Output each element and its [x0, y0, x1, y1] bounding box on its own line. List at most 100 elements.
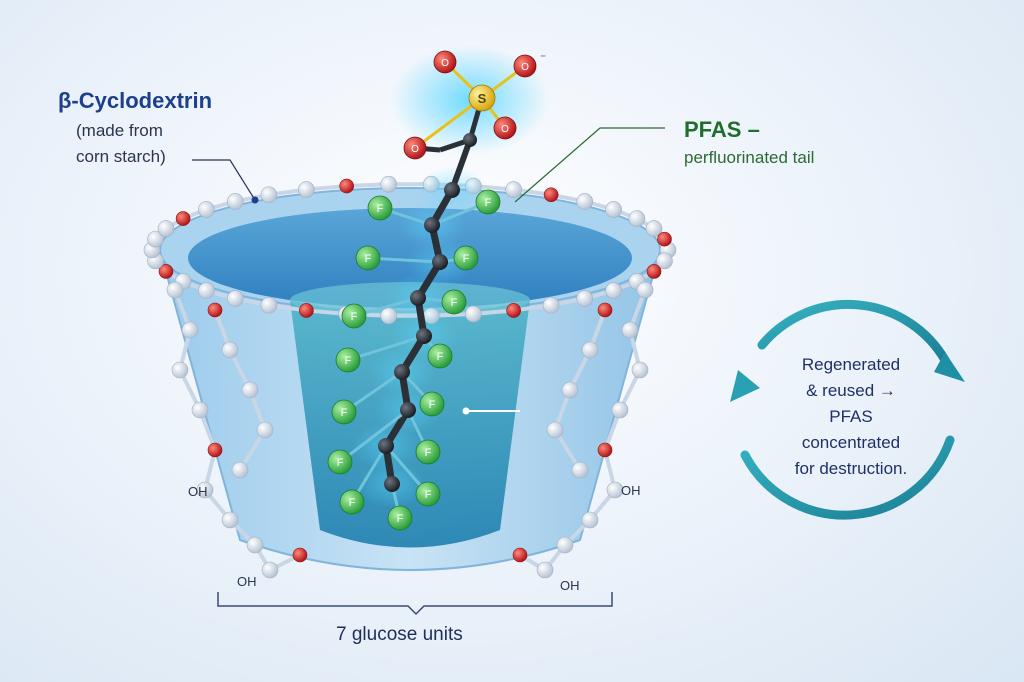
fluorine-symbol: F	[451, 297, 458, 309]
lattice-atom	[221, 341, 239, 359]
oxygen-atom	[513, 54, 537, 78]
anion-charge: ⁻	[540, 51, 546, 65]
oxygen-atom	[339, 178, 354, 194]
fluorine-symbol: F	[397, 513, 404, 525]
cycle-caption: Regenerated & reused → PFAS concentrated…	[776, 352, 926, 482]
lattice-atom	[191, 401, 209, 419]
oxygen-atom	[657, 231, 672, 247]
fluorine-atom	[327, 449, 353, 475]
lattice-atom	[536, 561, 554, 579]
fluorine-symbol: F	[349, 497, 356, 509]
lattice-atom	[196, 481, 214, 499]
lattice-atom	[198, 201, 215, 218]
lattice-atom	[645, 220, 663, 237]
lattice-atom	[198, 282, 215, 299]
carbon-atom	[394, 364, 410, 380]
carbon-atom	[410, 290, 426, 306]
fluorine-symbol: F	[377, 203, 384, 215]
lattice-atom	[636, 281, 654, 299]
fluorine-atom	[475, 189, 501, 215]
lattice-atom	[226, 193, 244, 210]
fluorine-atom	[441, 289, 467, 315]
lattice-atom	[556, 536, 574, 554]
fluorine-atom	[341, 303, 367, 329]
cycle-line-5: for destruction.	[794, 459, 908, 478]
lattice-atom	[256, 421, 274, 439]
cycle-arrowhead-right	[934, 352, 965, 382]
lattice-atom	[656, 252, 673, 270]
lattice-atom	[571, 461, 589, 479]
carbon-atom	[384, 476, 400, 492]
fluorine-symbol: F	[345, 355, 352, 367]
oxygen-atom	[299, 303, 314, 318]
cycle-line-2: & reused →	[806, 381, 896, 400]
oxygen-atom	[506, 303, 521, 318]
lattice-atom	[166, 281, 184, 299]
oxygen-atom	[158, 264, 174, 279]
fluorine-atom	[415, 481, 441, 507]
carbon-atom	[463, 133, 477, 147]
fluorine-atom	[355, 245, 381, 271]
lattice-atom	[605, 282, 622, 299]
oxygen-atom	[597, 302, 613, 318]
lattice-atom	[631, 361, 649, 379]
fluorine-symbol: F	[425, 447, 432, 459]
lattice-atom	[465, 305, 482, 323]
fluorine-atom	[339, 489, 365, 515]
lattice-atom	[561, 381, 579, 399]
oxygen-symbol: O	[521, 62, 529, 73]
fluorine-atom	[387, 505, 413, 531]
oxygen-atom	[292, 547, 308, 563]
fluorine-symbol: F	[437, 351, 444, 363]
oxygen-atom	[597, 442, 613, 458]
cycle-line-3: PFAS	[829, 407, 873, 426]
lattice-atom	[505, 181, 522, 198]
lattice-atom	[581, 511, 599, 529]
oxygen-atom	[207, 302, 223, 318]
lattice-atom	[605, 201, 622, 218]
hydroxyl-label: OH	[237, 574, 257, 589]
regeneration-cycle-arrows	[740, 300, 955, 520]
oxygen-atom	[433, 50, 457, 74]
carbon-atom	[400, 402, 416, 418]
lattice-atom	[611, 401, 629, 419]
fluorine-atom	[427, 343, 453, 369]
fluorine-atom	[335, 347, 361, 373]
lattice-atom	[546, 421, 564, 439]
fluorine-symbol: F	[341, 407, 348, 419]
hydroxyl-label: OH	[621, 483, 641, 498]
fluorine-atom	[453, 245, 479, 271]
pfas-subtitle: perfluorinated tail	[684, 148, 815, 167]
fluorine-symbol: F	[429, 399, 436, 411]
oxygen-symbol: O	[501, 124, 509, 135]
lattice-atom	[181, 321, 199, 339]
lattice-atom	[157, 220, 175, 237]
fluorine-symbol: F	[351, 311, 358, 323]
oxygen-symbol: O	[441, 58, 449, 69]
oxygen-atom	[512, 547, 528, 563]
hydroxyl-label: OH	[188, 484, 208, 499]
fluorine-atom	[419, 391, 445, 417]
callout-lines	[192, 127, 665, 415]
cyclodextrin-callout-line	[192, 159, 256, 201]
oxygen-atom	[646, 264, 662, 279]
lattice-atom	[298, 181, 315, 198]
pfas-callout-line	[514, 127, 665, 203]
oxygen-atom	[493, 116, 517, 140]
oxygen-atom	[403, 136, 427, 160]
hydroxyl-label: OH	[560, 578, 580, 593]
fluorine-atom	[415, 439, 441, 465]
fluorine-symbol: F	[425, 489, 432, 501]
fluorine-symbol: F	[365, 253, 372, 265]
fluorine-atom	[331, 399, 357, 425]
lattice-atom	[147, 230, 164, 248]
glucose-units-label: 7 glucose units	[336, 624, 463, 645]
oxygen-atom	[175, 211, 191, 226]
lattice-atom	[221, 511, 239, 529]
glucose-ring-lattice	[143, 175, 677, 579]
lattice-atom	[246, 536, 264, 554]
carbon-atom	[416, 328, 432, 344]
fluorine-symbol: F	[485, 197, 492, 209]
